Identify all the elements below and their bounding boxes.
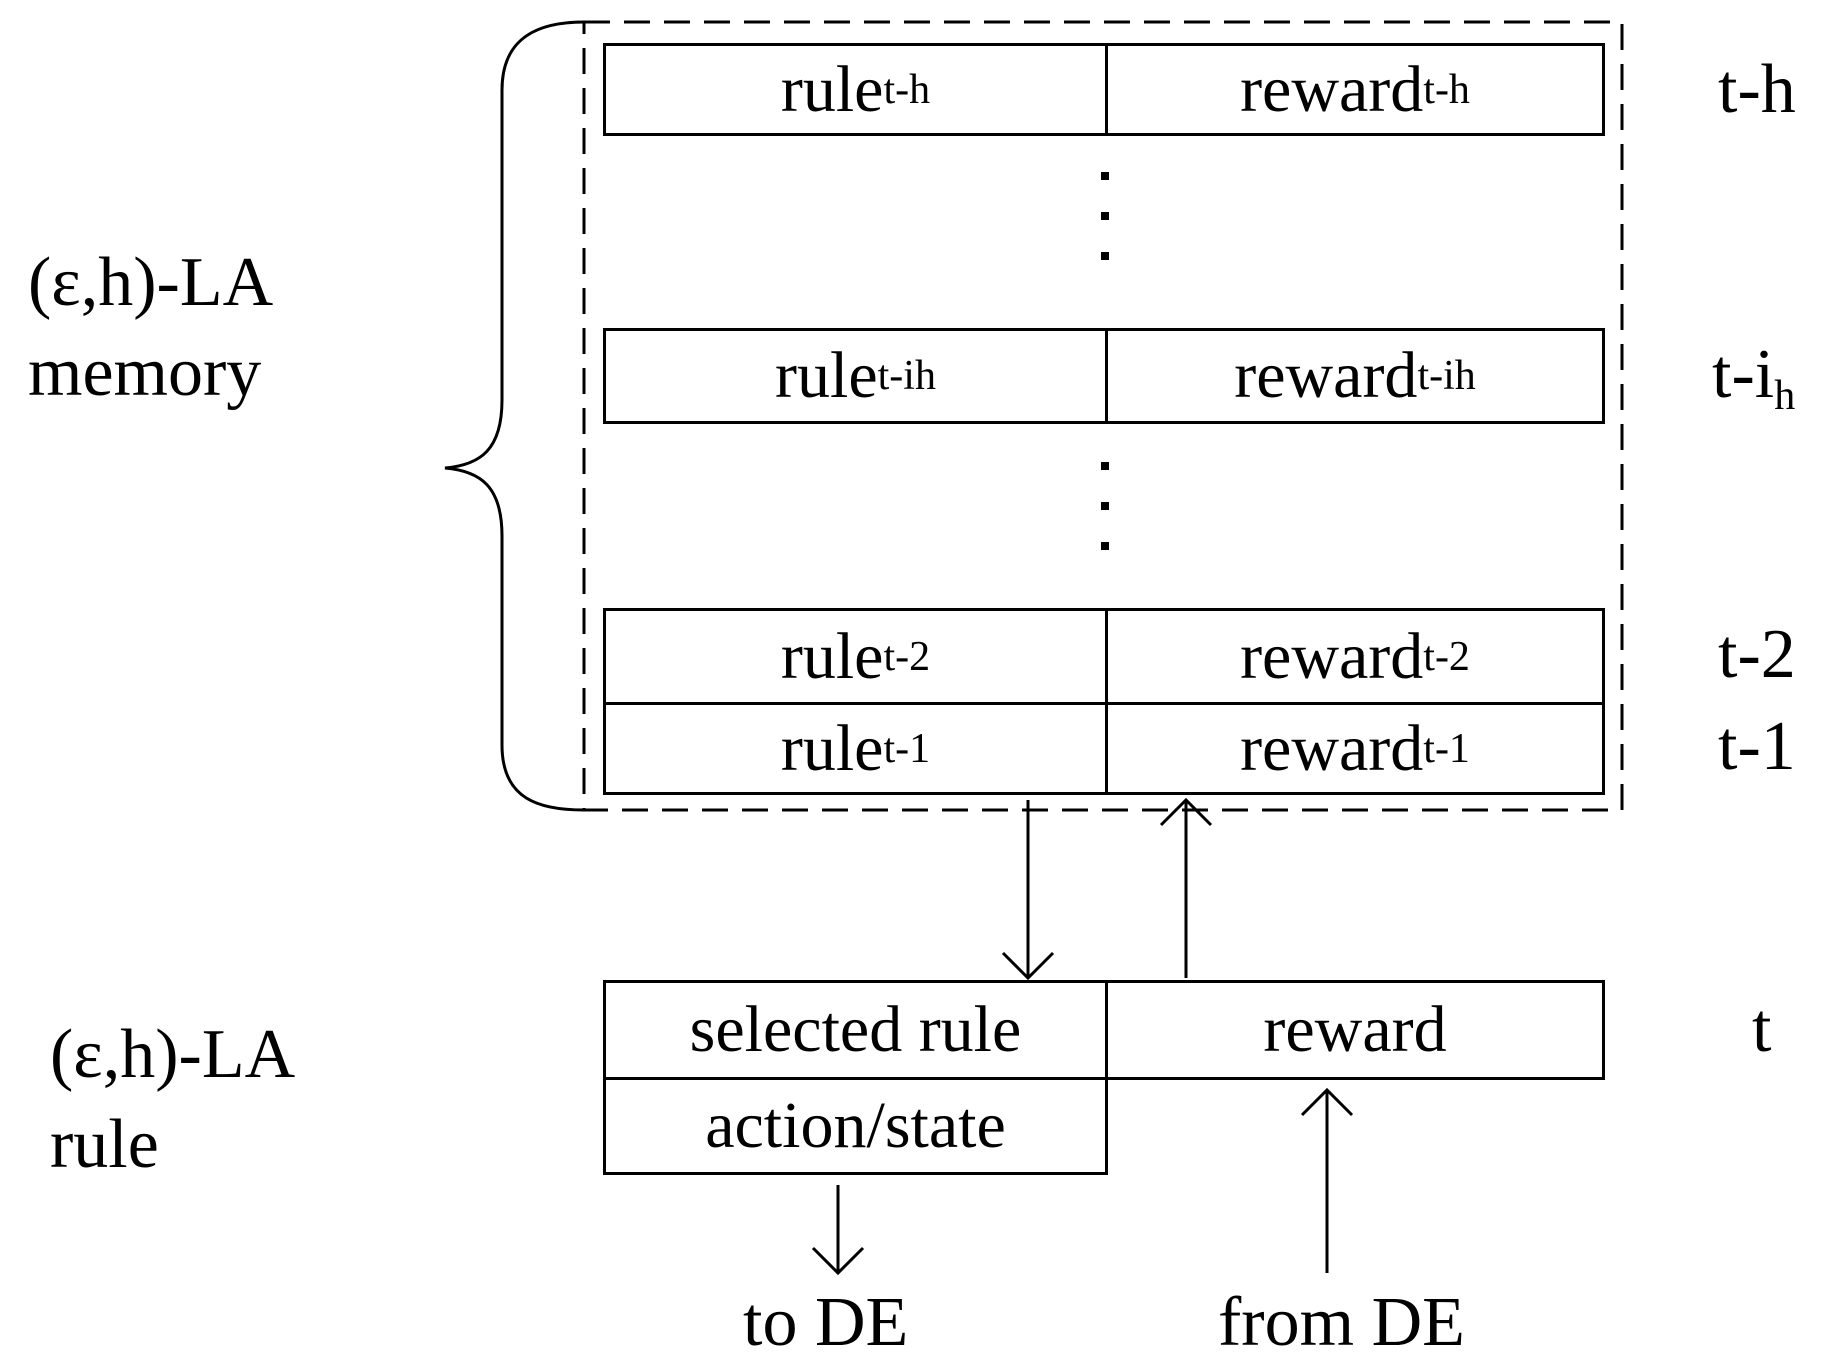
rule-text: rule — [780, 711, 884, 785]
memory-dashed-box — [582, 20, 1624, 812]
rule-text: rule — [780, 619, 884, 693]
time-label-t-2: t-2 — [1718, 616, 1796, 693]
ellipsis-dots — [1101, 462, 1109, 582]
arrowhead-reward-to-memory — [1159, 797, 1213, 827]
time-label-t: t — [1752, 990, 1772, 1067]
from-de-label: from DE — [1218, 1284, 1465, 1361]
rule-text: rule — [775, 339, 878, 412]
reward-text: reward — [1240, 619, 1424, 693]
time-label-t-1: t-1 — [1718, 708, 1796, 785]
memory-brace — [444, 20, 585, 812]
time-label-t-ih-base: t-i — [1712, 336, 1775, 413]
reward-text: reward — [1234, 339, 1418, 412]
arrowhead-from-de — [1300, 1087, 1354, 1117]
rule-text: rule — [780, 52, 884, 126]
ellipsis-dots — [1101, 172, 1109, 292]
reward-text: reward — [1240, 52, 1424, 126]
reward-text: reward — [1240, 711, 1424, 785]
time-label-t-ih: t-ih — [1712, 340, 1795, 417]
reward-cell: reward — [1105, 980, 1605, 1080]
memory-label-line2: memory — [28, 333, 262, 411]
rule-label-line2: rule — [50, 1105, 159, 1183]
time-label-t-h: t-h — [1718, 51, 1796, 128]
memory-label-line1: (ε,h)-LA — [28, 244, 274, 321]
arrowhead-to-de — [811, 1246, 865, 1276]
rule-label-line1: (ε,h)-LA — [50, 1016, 296, 1093]
to-de-label: to DE — [743, 1284, 909, 1361]
memory-label: (ε,h)-LA memory — [28, 238, 273, 417]
action-state-cell: action/state — [603, 1077, 1108, 1175]
time-label-t-ih-sub: h — [1774, 372, 1796, 419]
rule-label: (ε,h)-LA rule — [50, 1010, 295, 1189]
arrowhead-memory-to-rule — [1001, 951, 1055, 981]
selected-rule-cell: selected rule — [603, 980, 1108, 1080]
